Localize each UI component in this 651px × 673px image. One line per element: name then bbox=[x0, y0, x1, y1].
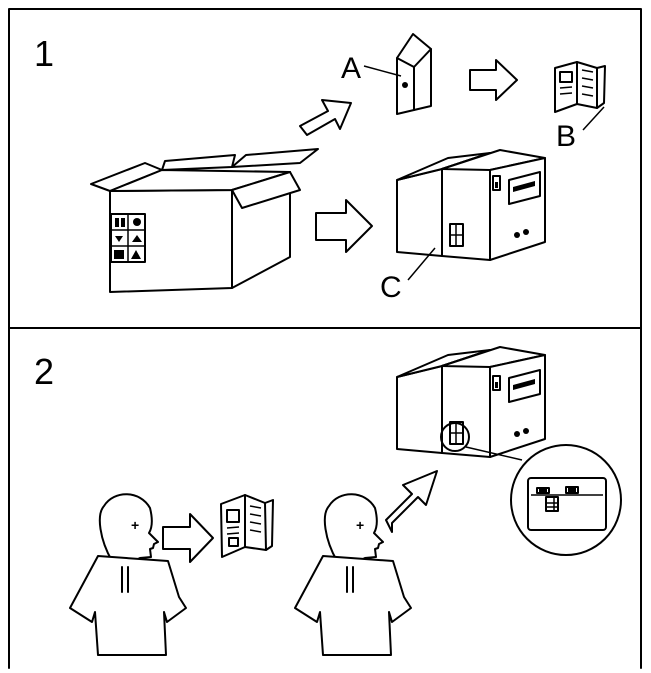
printer-icon bbox=[396, 149, 546, 261]
handling-label bbox=[110, 213, 146, 263]
label-c: C bbox=[380, 271, 402, 304]
svg-text:+: + bbox=[356, 517, 364, 533]
magnifier-icon bbox=[510, 444, 622, 556]
arrow-icon bbox=[315, 199, 373, 253]
arrow-icon bbox=[385, 470, 438, 533]
panel-frame bbox=[8, 8, 642, 669]
arrow-icon bbox=[299, 99, 352, 136]
label-a-leader bbox=[363, 65, 402, 77]
panel-2-number: 2 bbox=[34, 351, 54, 392]
svg-text:+: + bbox=[131, 517, 139, 533]
label-a: A bbox=[341, 52, 361, 85]
panel-1: 1 bbox=[34, 33, 606, 304]
panel-1-number: 1 bbox=[34, 33, 54, 74]
label-c-leader bbox=[407, 247, 436, 281]
arrow-icon bbox=[469, 59, 518, 101]
manual-icon bbox=[220, 494, 274, 558]
label-b-leader bbox=[582, 106, 605, 131]
manual-icon bbox=[554, 61, 606, 113]
printer-icon bbox=[396, 346, 546, 458]
person-icon: + bbox=[294, 493, 412, 656]
box-icon bbox=[90, 148, 319, 293]
magnifier-connector bbox=[465, 446, 523, 461]
person-icon: + bbox=[69, 493, 187, 656]
document-icon bbox=[396, 33, 432, 115]
label-b: B bbox=[556, 120, 576, 153]
panel-2: 2 + + bbox=[34, 346, 622, 656]
arrow-icon bbox=[162, 513, 214, 563]
